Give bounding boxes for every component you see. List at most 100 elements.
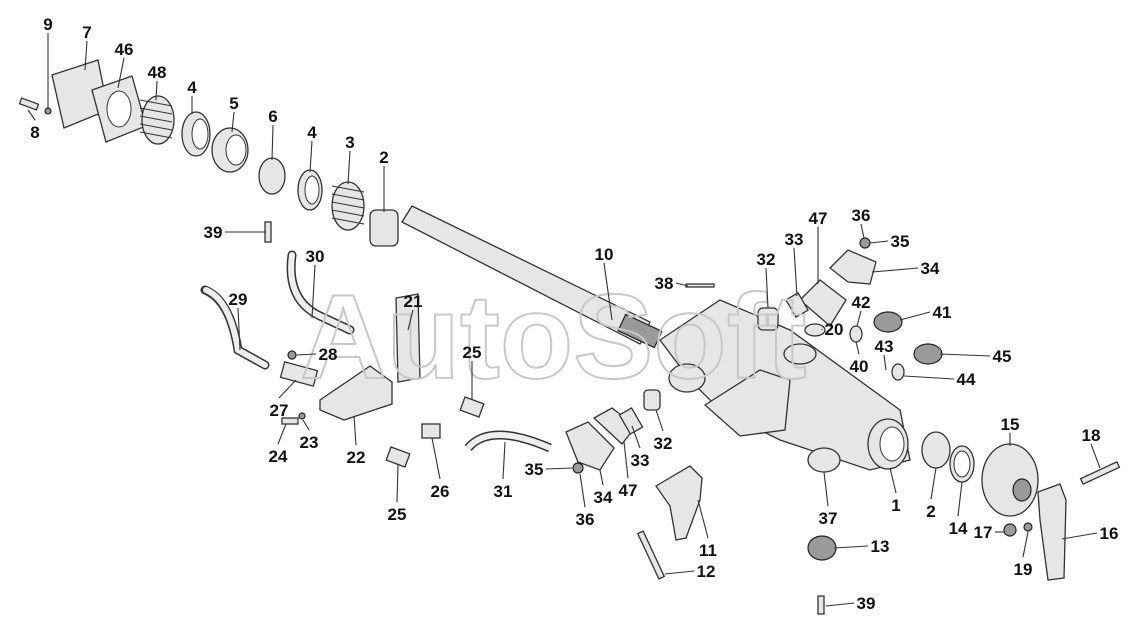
part-washer-42 <box>849 325 863 343</box>
leader-line <box>855 341 860 355</box>
part-nut-17 <box>1003 523 1017 537</box>
part-washer-44 <box>891 363 905 381</box>
leader-line <box>117 57 125 89</box>
leader-line <box>237 307 241 351</box>
part-sensor-41 <box>873 311 903 333</box>
part-flange-34b <box>565 421 615 471</box>
leader-line <box>1090 443 1101 469</box>
part-washer-19 <box>1023 522 1033 532</box>
callout-8: 8 <box>30 123 39 142</box>
callout-14: 14 <box>949 519 968 538</box>
callout-18: 18 <box>1082 426 1101 445</box>
callout-29: 29 <box>229 290 248 309</box>
leader-line <box>579 473 586 508</box>
callout-10: 10 <box>595 245 614 264</box>
callout-9: 9 <box>43 15 52 34</box>
callout-44: 44 <box>957 370 976 389</box>
leader-line <box>697 499 709 539</box>
leader-line <box>675 282 689 287</box>
leader-lines <box>27 33 1101 607</box>
part-pin-39b <box>817 595 825 615</box>
parts-drawing <box>18 59 1121 615</box>
callout-48: 48 <box>148 63 167 82</box>
callout-17: 17 <box>974 523 993 542</box>
leader-line <box>869 240 889 244</box>
callout-42: 42 <box>852 293 871 312</box>
part-tube-10 <box>401 205 663 349</box>
part-sensor-45 <box>913 343 943 365</box>
callout-39: 39 <box>204 223 223 242</box>
callout-32: 32 <box>654 434 673 453</box>
leader-line <box>295 353 317 356</box>
part-bushing-2b <box>921 431 951 469</box>
leader-line <box>664 570 695 575</box>
part-washer-9 <box>44 107 52 115</box>
callout-2: 2 <box>379 148 388 167</box>
leader-line <box>407 309 414 331</box>
part-pulley-15 <box>981 443 1039 517</box>
leader-line <box>231 111 235 133</box>
part-plug-32b <box>643 389 661 411</box>
callout-28: 28 <box>319 345 338 364</box>
part-bushing-2 <box>369 209 399 247</box>
leader-line <box>631 425 641 449</box>
part-cap-13 <box>807 535 837 561</box>
callout-15: 15 <box>1001 415 1020 434</box>
callout-46: 46 <box>115 40 134 59</box>
leader-line <box>765 267 769 309</box>
leader-line <box>27 109 36 121</box>
leader-line <box>871 267 919 273</box>
part-arm-16 <box>1037 483 1067 581</box>
callout-11: 11 <box>699 541 717 560</box>
leader-line <box>309 140 313 173</box>
callout-22: 22 <box>347 448 366 467</box>
callout-35: 35 <box>525 460 544 479</box>
leader-line <box>856 310 862 327</box>
callout-13: 13 <box>871 537 890 556</box>
leader-line <box>396 464 399 503</box>
callout-23: 23 <box>300 433 319 452</box>
leader-line <box>302 419 310 431</box>
callout-43: 43 <box>875 337 894 356</box>
callout-39: 39 <box>857 594 876 613</box>
leader-line <box>1022 531 1029 558</box>
callout-3: 3 <box>345 133 354 152</box>
part-valve-22 <box>319 365 393 421</box>
watermark: AutoSoft <box>300 270 806 404</box>
leader-line <box>883 354 887 371</box>
callout-20: 20 <box>825 320 844 339</box>
callout-27: 27 <box>270 401 289 420</box>
leader-line <box>1061 532 1098 540</box>
leader-line <box>823 471 829 507</box>
callout-12: 12 <box>697 562 716 581</box>
callout-36: 36 <box>852 206 871 225</box>
part-plug-37 <box>807 447 841 473</box>
part-housing-1 <box>659 299 911 471</box>
part-gasket-47 <box>799 279 847 327</box>
part-pin-12 <box>636 530 666 580</box>
callout-32: 32 <box>757 250 776 269</box>
callout-41: 41 <box>933 303 952 322</box>
leader-line <box>860 223 865 239</box>
leader-line <box>903 375 955 380</box>
leader-line <box>825 602 855 607</box>
callout-26: 26 <box>431 482 450 501</box>
callout-47: 47 <box>809 209 828 228</box>
callout-21: 21 <box>404 292 423 311</box>
callout-19: 19 <box>1014 560 1033 579</box>
part-screw-35 <box>859 237 871 249</box>
leader-line <box>889 467 897 494</box>
callout-38: 38 <box>655 274 674 293</box>
leader-line <box>502 441 506 480</box>
part-bolt-8 <box>18 97 40 111</box>
callout-5: 5 <box>229 94 238 113</box>
part-fitting-26 <box>421 423 441 439</box>
callout-2: 2 <box>926 502 935 521</box>
part-spring-33 <box>785 291 809 319</box>
callout-47: 47 <box>619 481 638 500</box>
leader-line <box>271 124 274 161</box>
part-fitting-25b <box>385 446 411 468</box>
part-oring-28 <box>287 350 297 360</box>
callout-24: 24 <box>269 447 288 466</box>
